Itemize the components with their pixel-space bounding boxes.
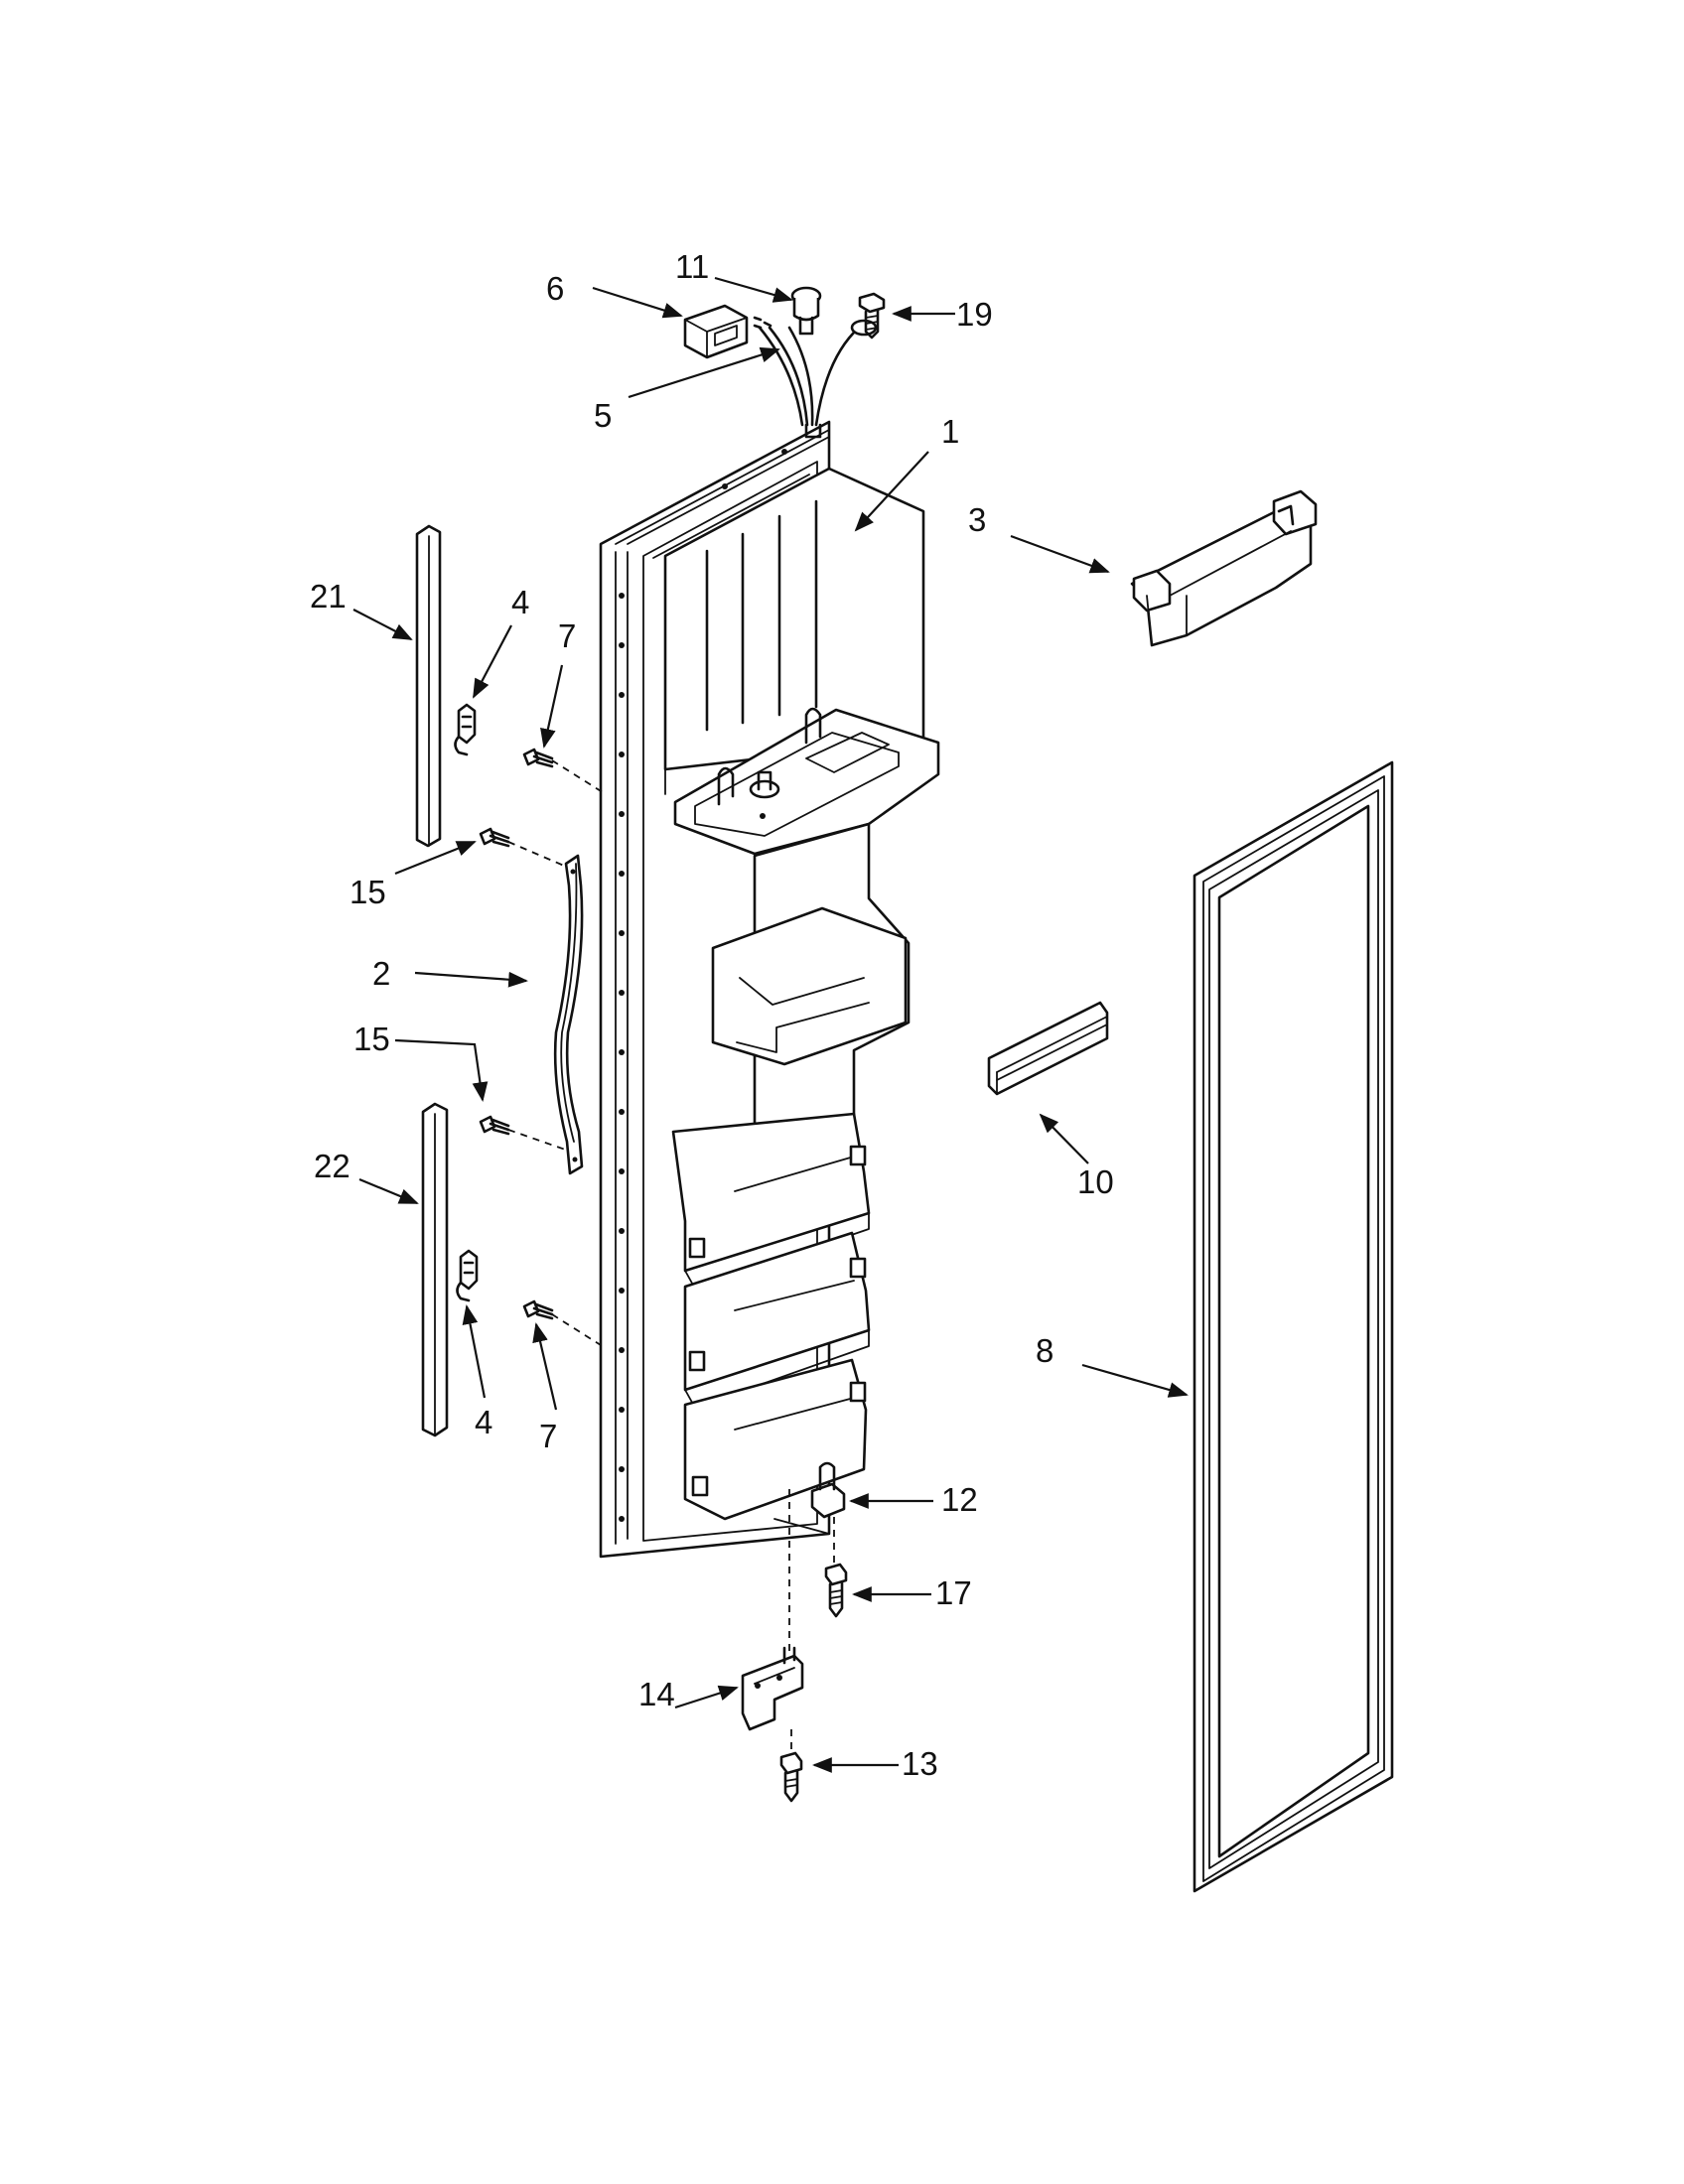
callout-10: 10 xyxy=(1077,1163,1114,1200)
callout-labels: 1 2 3 4 4 5 6 7 7 8 10 11 12 13 14 15 15… xyxy=(310,248,1114,1782)
screw-13-part xyxy=(779,1751,803,1803)
callout-11: 11 xyxy=(675,248,709,285)
bin-part xyxy=(1130,489,1318,647)
callout-5: 5 xyxy=(594,397,612,434)
leader-lines xyxy=(352,276,1189,1773)
callout-4-lower: 4 xyxy=(475,1404,492,1440)
screw-15-lower-part xyxy=(479,1115,510,1136)
screw-7-upper-part xyxy=(522,748,554,768)
gasket-part xyxy=(1193,760,1394,1893)
channel-part xyxy=(987,1001,1109,1096)
connector-part xyxy=(683,304,749,359)
callout-14: 14 xyxy=(638,1676,675,1712)
callout-22: 22 xyxy=(314,1148,351,1184)
callout-15-upper: 15 xyxy=(350,874,386,910)
hinge-bushing-12-part xyxy=(810,1461,846,1519)
callout-15-lower: 15 xyxy=(353,1021,390,1057)
callout-7-upper: 7 xyxy=(558,617,576,654)
callout-19: 19 xyxy=(956,296,993,333)
door-rivets xyxy=(619,449,787,1522)
callout-13: 13 xyxy=(902,1745,938,1782)
hinge-14-part xyxy=(741,1646,804,1731)
callout-2: 2 xyxy=(372,955,390,992)
handle-part xyxy=(553,854,584,1175)
screw-19-part xyxy=(858,292,886,340)
callout-17: 17 xyxy=(935,1574,972,1611)
trim-strip-22-part xyxy=(421,1102,449,1437)
callout-1: 1 xyxy=(941,413,959,450)
screw-17-part xyxy=(824,1563,848,1618)
callout-7-lower: 7 xyxy=(539,1418,557,1454)
trim-strip-21-part xyxy=(415,524,442,848)
callout-8: 8 xyxy=(1036,1332,1053,1369)
callout-6: 6 xyxy=(546,270,564,307)
clip-4-upper-part xyxy=(454,703,477,756)
screw-15-upper-part xyxy=(479,827,510,848)
clip-4-lower-part xyxy=(456,1249,479,1302)
callout-21: 21 xyxy=(310,578,347,614)
callout-4-upper: 4 xyxy=(511,584,529,620)
door-liner-part xyxy=(599,420,940,1559)
screw-7-lower-part xyxy=(522,1299,554,1320)
callout-3: 3 xyxy=(968,501,986,538)
wire-harness-part xyxy=(753,316,878,439)
plug-part xyxy=(790,286,822,336)
callout-12: 12 xyxy=(941,1481,978,1518)
